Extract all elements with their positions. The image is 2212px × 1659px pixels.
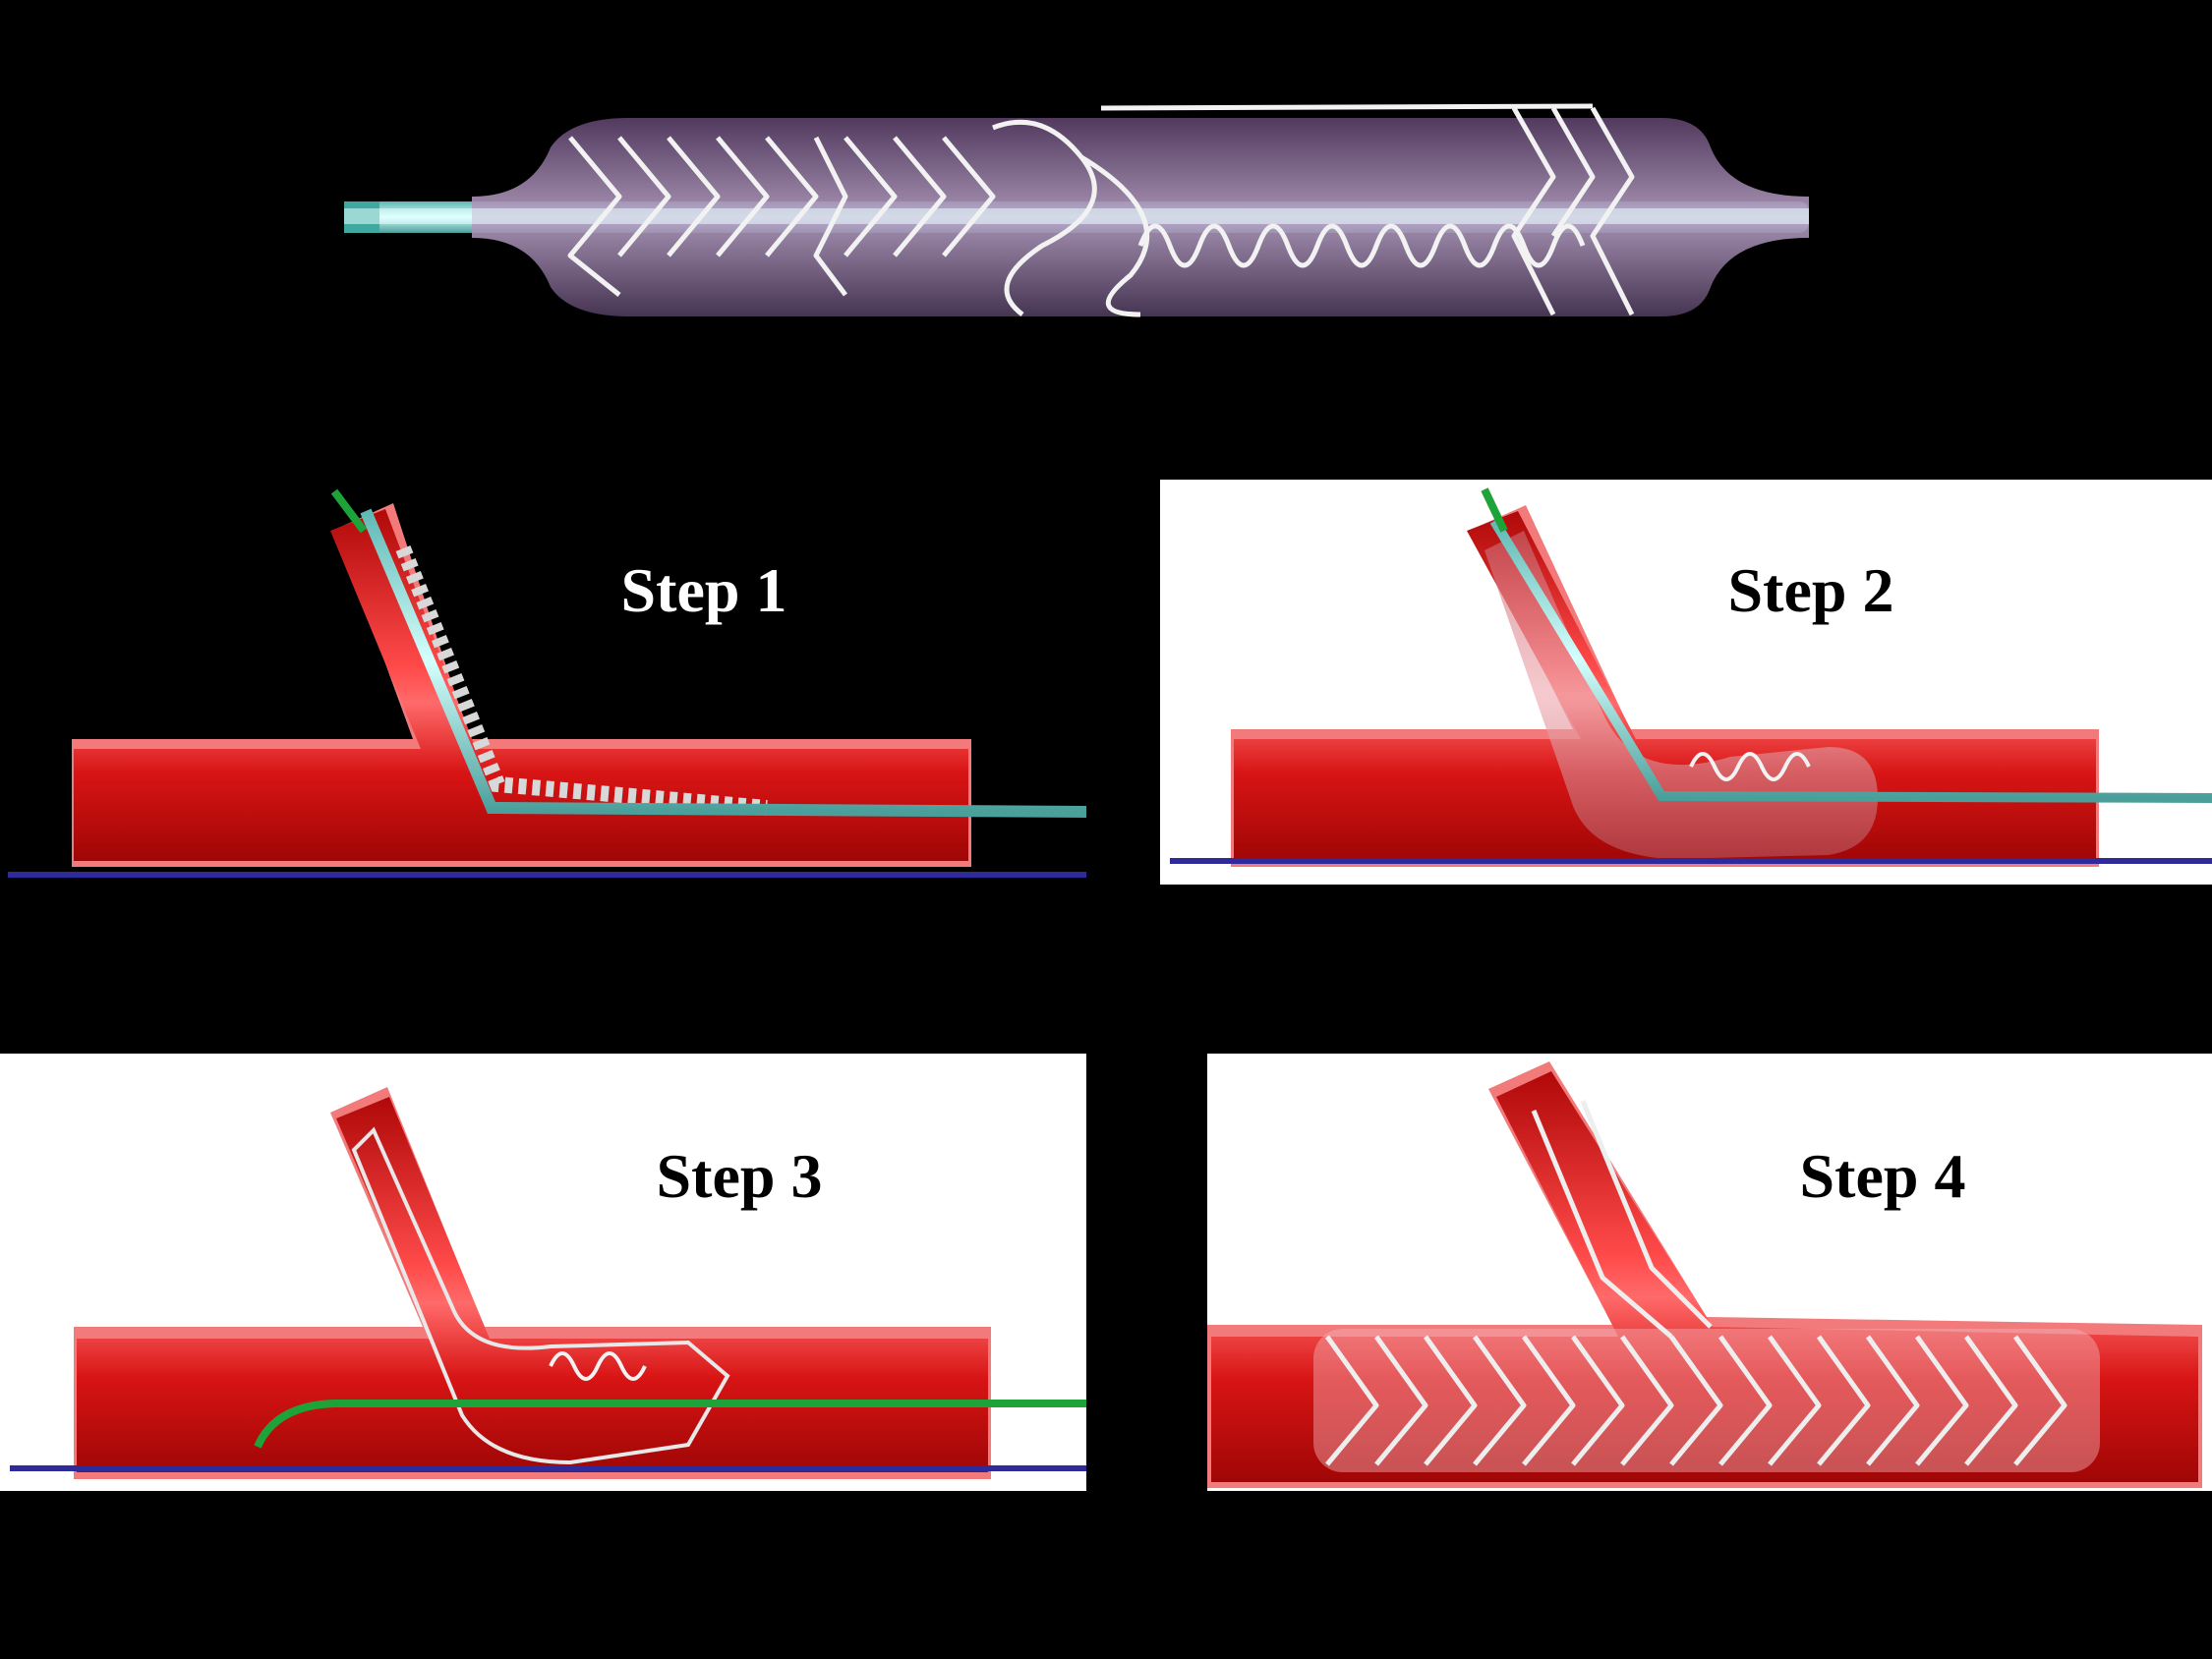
crimped-stent (395, 545, 768, 816)
step-1-label: Step 1 (621, 555, 787, 625)
balloon (1313, 1329, 2100, 1472)
step-1-panel: Step 1 (0, 480, 1087, 892)
step-4-label: Step 4 (1800, 1141, 1966, 1211)
balloon-stent-model (344, 103, 1809, 317)
guidewire-side-branch (330, 488, 368, 534)
step-3-label: Step 3 (657, 1141, 823, 1211)
stent-struts (351, 1126, 730, 1465)
step-3-panel: Step 3 (0, 1054, 1086, 1491)
vessel (1234, 511, 2096, 861)
guidewire-main (1489, 518, 2212, 803)
stent-struts-detail (549, 1351, 647, 1381)
stent-struts (567, 103, 1635, 317)
catheter-lumen-highlight (344, 208, 1809, 224)
stent-struts (1689, 752, 1811, 781)
step-2-label: Step 2 (1728, 555, 1894, 625)
vessel (74, 509, 968, 861)
step-2-panel: Step 2 (1160, 480, 2212, 885)
guidewire-side-branch (1481, 487, 1508, 533)
step-4-panel: Step 4 (1207, 1054, 2212, 1491)
stent-struts (1324, 1100, 2067, 1466)
guidewire-main (360, 508, 1087, 818)
vessel (77, 1097, 988, 1472)
guidewire-main (254, 1400, 1086, 1449)
